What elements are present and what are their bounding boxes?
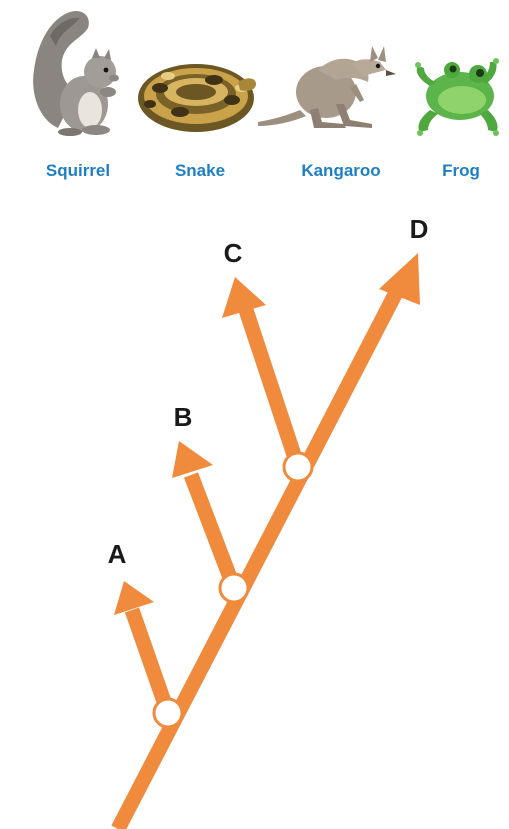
tip-label-b: B [174,402,193,432]
squirrel-icon [33,10,119,136]
animal-label-squirrel: Squirrel [46,161,110,180]
arrowhead-a [114,581,154,615]
branch-c [238,307,306,470]
tip-label-a: A [108,539,127,569]
branch-b [183,472,242,591]
tree-node-1 [152,697,184,729]
arrowhead-c [222,277,266,318]
tree-trunk [111,279,408,829]
tip-label-c: C [224,238,243,268]
frog-icon [415,58,499,136]
snake-icon [138,64,256,132]
animal-label-kangaroo: Kangaroo [301,161,380,180]
tree-node-2 [218,572,250,604]
branch-a [124,607,176,716]
kangaroo-icon [258,46,396,128]
tree-node-3 [282,451,314,483]
arrowhead-b [172,441,213,478]
animal-label-snake: Snake [175,161,225,180]
animal-label-frog: Frog [442,161,480,180]
arrowhead-d [379,253,420,305]
tip-label-d: D [410,214,429,244]
